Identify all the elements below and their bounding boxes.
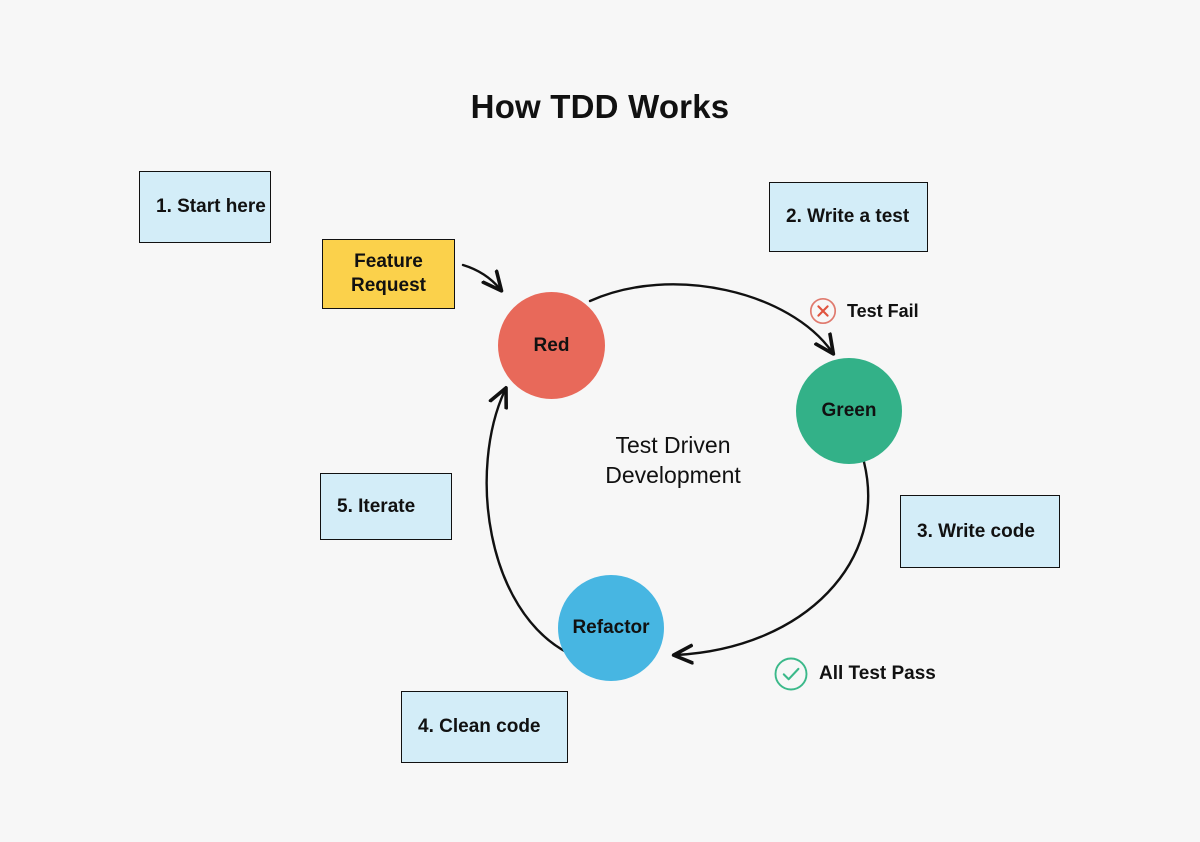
status-marker-all-test-pass: All Test Pass [772,655,936,693]
feature-request-box[interactable]: Feature Request [322,239,455,309]
step-label-iterate: 5. Iterate [337,495,416,517]
node-refactor-label: Refactor [572,617,650,638]
step-label-clean-code: 4. Clean code [418,716,541,737]
feature-request-line1: Feature [354,250,423,272]
node-green[interactable]: Green [796,358,902,464]
step-label-write-code: 3. Write code [917,520,1035,542]
node-green-label: Green [821,400,877,421]
step-box-start-here[interactable]: 1. Start here [139,171,271,243]
arrow-red-to-green [588,283,832,352]
node-refactor[interactable]: Refactor [558,575,664,681]
feature-request-line2: Request [351,275,426,296]
arrow-green-to-refactor [676,460,870,655]
step-label-write-a-test: 2. Write a test [786,206,910,227]
circle-x-icon [809,297,837,325]
page-title: How TDD Works [470,88,730,125]
center-label-line2: Development [605,462,741,489]
step-box-clean-code[interactable]: 4. Clean code [401,691,568,763]
circle-check-icon [774,657,808,691]
step-label-start-here: 1. Start here [156,196,266,217]
center-label-line1: Test Driven [615,432,731,458]
status-marker-test-fail: Test Fail [808,296,919,326]
step-box-write-code[interactable]: 3. Write code [900,495,1060,568]
step-box-write-a-test[interactable]: 2. Write a test [769,182,928,252]
arrow-feature-to-red [461,263,500,289]
node-red[interactable]: Red [498,292,605,399]
arrow-refactor-to-red [485,390,570,655]
step-box-iterate[interactable]: 5. Iterate [320,473,452,540]
status-label-test-fail: Test Fail [847,300,919,321]
node-red-label: Red [533,334,570,356]
center-label: Test Driven Development [533,430,813,491]
status-label-all-test-pass: All Test Pass [819,663,936,684]
